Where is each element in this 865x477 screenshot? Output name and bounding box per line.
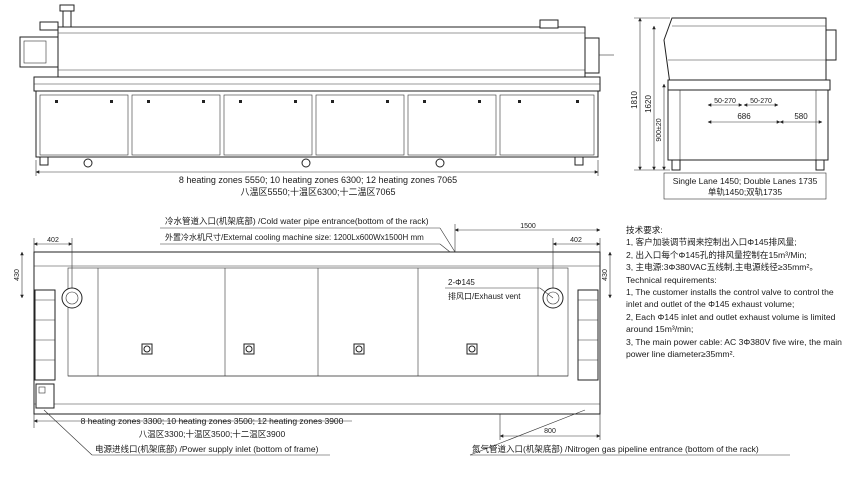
side-caption-zh: 单轨1450;双轨1735: [708, 187, 782, 197]
requirements-title-en: Technical requirements:: [626, 274, 717, 285]
cooling-size-label: 外置冷水机尺寸/External cooling machine size: 1…: [165, 232, 424, 242]
power-inlet-label: 电源进线口(机架底部) /Power supply inlet (bottom …: [95, 444, 319, 454]
requirement-en-3: 2, Each Φ145 inlet and outlet exhaust vo…: [626, 311, 836, 322]
front-hood: [57, 26, 586, 78]
front-caption-en: 8 heating zones 5550; 10 heating zones 6…: [179, 175, 457, 185]
requirement-en-2: inlet and outlet of the Φ145 exhaust vol…: [626, 299, 795, 310]
top-view: 402 402 1500 430 430 800 冷水管道入口(机架底部) /C…: [14, 216, 790, 456]
top-outline: [33, 251, 601, 415]
side-dim-1620: 1620: [644, 95, 653, 113]
top-dim-402-right: 402: [570, 237, 582, 244]
side-dim-50-270-b: 50-270: [750, 98, 772, 105]
top-dim-402-left: 402: [47, 237, 59, 244]
exhaust-label: 排风口/Exhaust vent: [448, 291, 521, 301]
zone-markers: [141, 343, 478, 355]
requirement-en-6: power line diameter≥35mm².: [626, 349, 735, 360]
side-dim-686: 686: [737, 112, 751, 121]
front-caption-zh: 八温区5550;十温区6300;十二温区7065: [240, 186, 395, 197]
right-conveyor: [577, 289, 599, 381]
requirement-zh-2: 2, 出入口每个Φ145孔的排风量控制在15m³/Min;: [626, 249, 807, 260]
requirement-zh-1: 1, 客户加装调节阀来控制出入口Φ145排风量;: [626, 237, 797, 248]
signal-tower: [62, 9, 72, 28]
requirement-en-4: around 15m³/min;: [626, 324, 694, 335]
top-dim-430-left: 430: [14, 269, 21, 281]
exhaust-count: 2-Φ145: [448, 278, 475, 287]
front-control-panel: [19, 36, 59, 68]
top-dim-430-right: 430: [602, 269, 609, 281]
requirement-zh-3: 3, 主电源:3Φ380VAC五线制,主电源线径≥35mm²。: [626, 262, 818, 273]
side-lower-body: [667, 89, 829, 161]
requirement-en-1: 1, The customer installs the control val…: [626, 287, 834, 298]
side-caption-en: Single Lane 1450; Double Lanes 1735: [673, 176, 818, 186]
cold-water-label: 冷水管道入口(机架底部) /Cold water pipe entrance(b…: [165, 216, 429, 226]
side-dim-1810: 1810: [630, 91, 639, 109]
front-view: 8 heating zones 5550; 10 heating zones 6…: [19, 4, 614, 197]
front-lower-body: [35, 90, 599, 158]
technical-requirements: 技术要求: 1, 客户加装调节阀来控制出入口Φ145排风量; 2, 出入口每个Φ…: [626, 224, 858, 360]
top-dim-1500: 1500: [520, 223, 536, 230]
side-dim-50-270-a: 50-270: [714, 98, 736, 105]
requirement-en-5: 3, The main power cable: AC 3Φ380V five …: [626, 336, 842, 347]
left-conveyor: [34, 289, 56, 381]
requirements-title-zh: 技术要求:: [626, 225, 663, 235]
side-view: 1810 1620 900±20 50-270 50-270 686 580 S…: [630, 17, 837, 200]
exhaust-vent-left: [61, 287, 83, 309]
side-dim-580: 580: [794, 112, 808, 121]
top-caption-en: 8 heating zones 3300; 10 heating zones 3…: [81, 416, 344, 426]
side-hood: [663, 17, 827, 85]
top-caption-zh: 八温区3300;十温区3500;十二温区3900: [139, 429, 286, 439]
top-dim-800: 800: [544, 428, 556, 435]
nitrogen-label: 氮气管道入口(机架底部) /Nitrogen gas pipeline entr…: [472, 444, 759, 454]
side-dim-900: 900±20: [656, 118, 663, 141]
